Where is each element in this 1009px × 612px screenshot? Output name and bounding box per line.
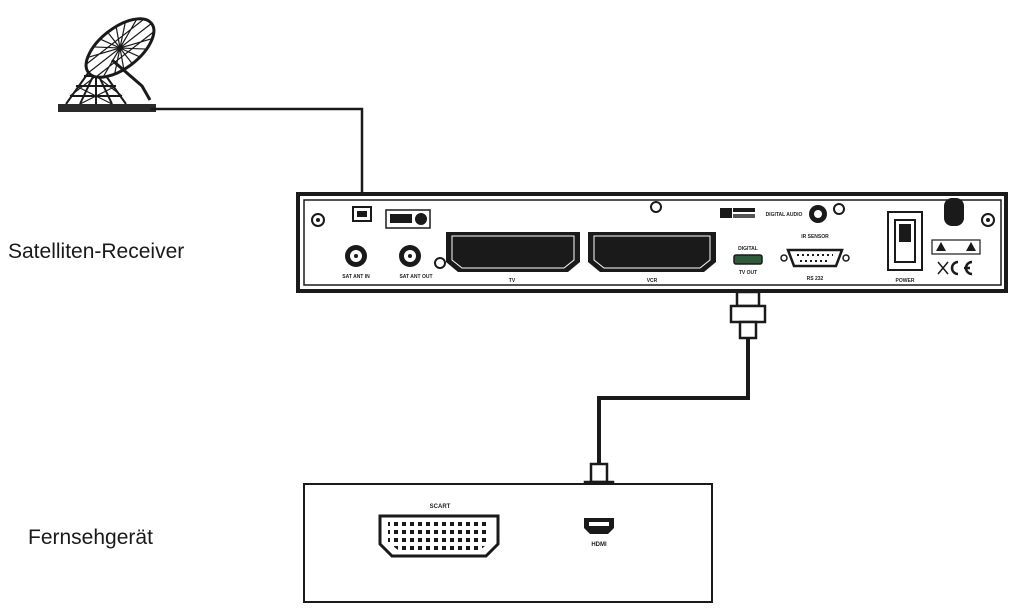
- scart-vcr-label: VCR: [647, 278, 658, 284]
- ce-mark-icon: [937, 260, 973, 276]
- scart-port-icon: [446, 232, 580, 272]
- lnb-connector-icon: [352, 206, 372, 222]
- power-label: POWER: [896, 278, 915, 284]
- power-cable: [944, 198, 964, 226]
- hdmi-out-top-label: DIGITAL: [738, 246, 758, 252]
- rs232-label: RS 232: [807, 276, 824, 282]
- hdmi-port-icon: [733, 254, 763, 265]
- tv-back-panel: [303, 483, 713, 603]
- ir-sensor-label: IR SENSOR: [801, 234, 829, 240]
- hdmi-out-bottom-label: TV OUT: [739, 270, 757, 276]
- tv-scart-label: SCART: [430, 504, 451, 510]
- hdmi-cable: [583, 290, 767, 509]
- sat-ant-out-port: [399, 245, 421, 267]
- digital-audio-port: [809, 205, 827, 223]
- warning-triangle-icon: [931, 239, 981, 255]
- receiver-caption: Satelliten-Receiver: [8, 240, 184, 263]
- antenna-cable: [150, 107, 364, 200]
- digital-audio-label: DIGITAL AUDIO: [766, 212, 803, 218]
- sat-ant-in-port: [345, 245, 367, 267]
- satellite-dish-icon: [58, 17, 156, 112]
- tv-caption: Fernsehgerät: [28, 526, 153, 549]
- scart-tv-label: TV: [509, 278, 516, 284]
- standards-logo-icon: [720, 208, 755, 218]
- tv-hdmi-label: HDMI: [591, 542, 607, 548]
- scart-port-icon: [378, 514, 500, 558]
- hdmi-port-icon: [584, 518, 614, 534]
- power-switch-icon: [887, 211, 923, 271]
- sat-ant-out-label: SAT ANT OUT: [399, 274, 432, 280]
- rs232-port-icon: [780, 248, 850, 268]
- scart-port-icon: [588, 232, 716, 272]
- sat-ant-in-label: SAT ANT IN: [342, 274, 370, 280]
- brand-logo-icon: [385, 209, 431, 229]
